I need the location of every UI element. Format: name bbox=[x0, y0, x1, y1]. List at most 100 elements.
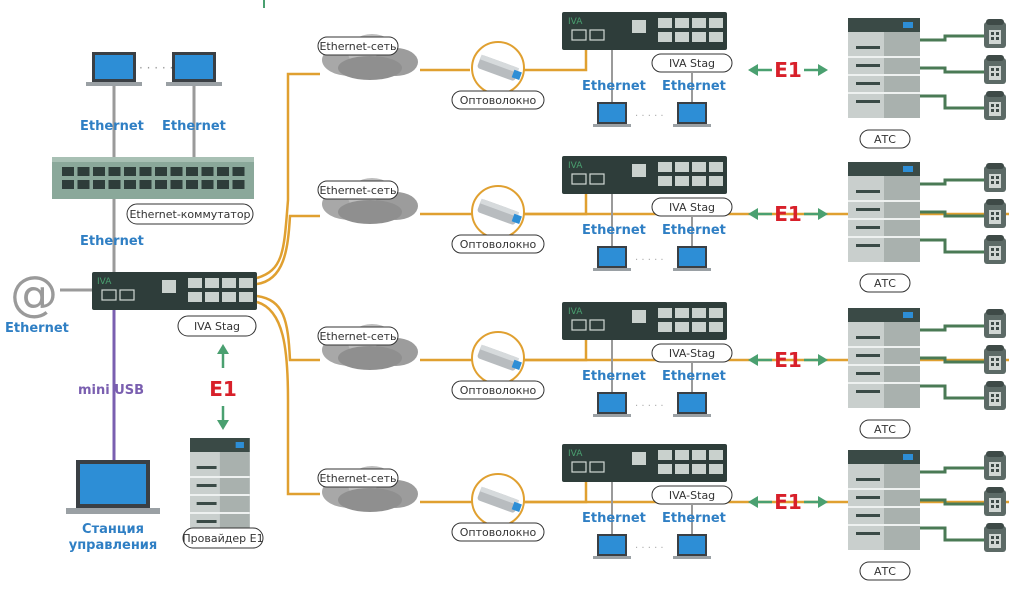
station-label-line2: управления bbox=[69, 538, 158, 553]
cloud-pill bbox=[317, 326, 399, 346]
cloud-pill bbox=[317, 468, 399, 488]
pbx-pill bbox=[859, 419, 911, 439]
phone-line bbox=[920, 526, 985, 542]
laptop-icon bbox=[166, 52, 222, 86]
telephone-icon bbox=[984, 487, 1006, 516]
ethernet-label: Ethernet bbox=[662, 511, 726, 526]
fiber-link bbox=[522, 480, 588, 504]
station-label-line1: Станция bbox=[82, 522, 144, 537]
ethernet-label: Ethernet bbox=[662, 223, 726, 238]
pbx-server-icon bbox=[848, 18, 920, 118]
laptops-dots: · · · · · bbox=[635, 401, 664, 412]
e1-arrow-head bbox=[748, 64, 758, 76]
phone-line bbox=[920, 324, 985, 332]
laptop-icon bbox=[673, 534, 711, 559]
ethernet-switch bbox=[52, 157, 254, 199]
main-device-pill bbox=[177, 315, 257, 337]
mini-usb-label: mini USB bbox=[78, 383, 144, 398]
fiber-label: Оптоволокно bbox=[460, 238, 537, 251]
phone-line bbox=[920, 356, 985, 364]
pbx-server-icon bbox=[848, 308, 920, 408]
ethernet-label: Ethernet bbox=[582, 369, 646, 384]
ethernet-label: Ethernet bbox=[582, 79, 646, 94]
e1-arrow-head bbox=[818, 354, 828, 366]
provider-pill bbox=[182, 527, 264, 549]
main-iva-stag-device bbox=[91, 271, 258, 311]
phone-line bbox=[920, 66, 985, 74]
fiber-link bbox=[522, 338, 588, 362]
main-device-label: IVA Stag bbox=[194, 320, 240, 333]
laptops-dots: · · · · · bbox=[139, 61, 173, 75]
telephone-icon bbox=[984, 199, 1006, 228]
telephone-icon bbox=[984, 451, 1006, 480]
pbx-label: АТС bbox=[874, 565, 896, 578]
ethernet-label: Ethernet bbox=[5, 321, 69, 336]
phone-line bbox=[920, 238, 985, 254]
laptop-icon bbox=[673, 102, 711, 127]
provider-label: Провайдер E1 bbox=[182, 532, 263, 545]
e1-arrow-head bbox=[748, 354, 758, 366]
phone-line bbox=[920, 466, 985, 474]
pbx-server-icon bbox=[848, 162, 920, 262]
ethernet-label: Ethernet bbox=[582, 511, 646, 526]
phone-line bbox=[920, 178, 985, 186]
phone-line bbox=[920, 384, 985, 400]
pbx-pill bbox=[859, 129, 911, 149]
iva-logo: IVA bbox=[97, 277, 112, 287]
iva-logo: IVA bbox=[568, 17, 583, 27]
laptop-icon bbox=[593, 392, 631, 417]
device-label: IVA Stag bbox=[669, 201, 715, 214]
iva-stag-device bbox=[561, 443, 728, 483]
fiber-optic-icon bbox=[471, 41, 525, 95]
cloud-pill bbox=[317, 36, 399, 56]
laptops-dots: · · · · · bbox=[635, 111, 664, 122]
device-label: IVA Stag bbox=[669, 57, 715, 70]
telephone-icon bbox=[984, 381, 1006, 410]
iva-stag-device bbox=[561, 301, 728, 341]
e1-label: E1 bbox=[774, 202, 802, 226]
laptops-dots: · · · · · bbox=[635, 255, 664, 266]
telephone-icon bbox=[984, 163, 1006, 192]
laptop-icon bbox=[593, 246, 631, 271]
e1-arrow-head bbox=[818, 64, 828, 76]
ethernet-label: Ethernet bbox=[80, 234, 144, 249]
iva-logo: IVA bbox=[568, 161, 583, 171]
fiber-optic-icon bbox=[471, 331, 525, 385]
laptop-icon bbox=[673, 246, 711, 271]
internet-at-icon: @ bbox=[10, 266, 58, 322]
fiber-optic-icon bbox=[471, 185, 525, 239]
ethernet-label: Ethernet bbox=[662, 79, 726, 94]
telephone-icon bbox=[984, 345, 1006, 374]
ethernet-label: Ethernet bbox=[662, 369, 726, 384]
telephone-icon bbox=[984, 235, 1006, 264]
ethernet-label: Ethernet bbox=[80, 119, 144, 134]
e1-label: E1 bbox=[774, 348, 802, 372]
pbx-server-icon bbox=[848, 450, 920, 550]
telephone-icon bbox=[984, 523, 1006, 552]
telephone-icon bbox=[984, 55, 1006, 84]
e1-label: E1 bbox=[774, 490, 802, 514]
iva-stag-device bbox=[561, 11, 728, 51]
e1-vertical-arrows bbox=[217, 344, 229, 430]
cloud-label: Ethernet-сеть bbox=[319, 330, 396, 343]
phone-line bbox=[920, 94, 985, 110]
device-label: IVA-Stag bbox=[669, 347, 715, 360]
switch-label: Ethernet-коммутатор bbox=[129, 208, 250, 221]
fiber-label: Оптоволокно bbox=[460, 94, 537, 107]
laptop-icon bbox=[673, 392, 711, 417]
telephone-icon bbox=[984, 309, 1006, 338]
e1-arrow-head bbox=[748, 496, 758, 508]
ethernet-label: Ethernet bbox=[582, 223, 646, 238]
fiber-pill bbox=[451, 522, 545, 542]
provider-server-icon bbox=[190, 438, 250, 538]
cloud-label: Ethernet-сеть bbox=[319, 40, 396, 53]
pbx-pill bbox=[859, 561, 911, 581]
branch-3: Ethernet-сетьОптоволокноIVAIVA-StagEther… bbox=[317, 301, 1009, 439]
e1-arrow-head bbox=[748, 208, 758, 220]
pbx-pill bbox=[859, 273, 911, 293]
laptop-icon bbox=[593, 534, 631, 559]
orange-trunk bbox=[256, 72, 320, 496]
